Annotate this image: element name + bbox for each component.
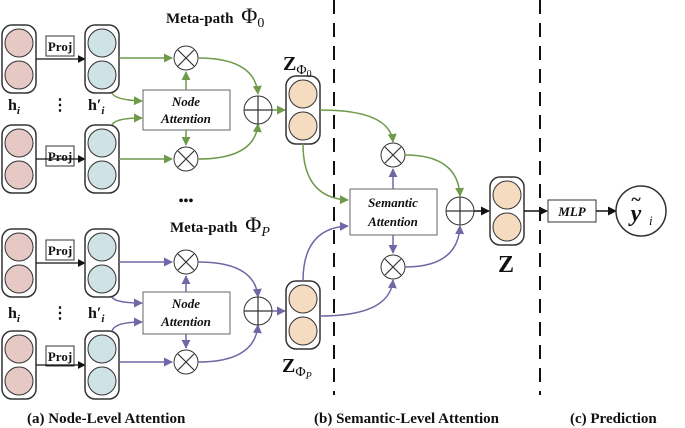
node-attention-box-top <box>142 89 231 131</box>
input-node-top-1-cell-a <box>4 28 34 58</box>
proj-label-top-1: Proj <box>48 39 72 54</box>
input-node-top-2-cell-a <box>4 128 34 158</box>
vertical-dots-bottom: ⋮ <box>52 305 68 322</box>
vertical-dots-top: ⋮ <box>52 97 68 114</box>
embedding-z-bottom-cell-a <box>288 284 318 314</box>
proj-box-bottom-1 <box>45 239 75 261</box>
projected-node-top-1-cell-b <box>87 60 117 90</box>
z-bottom-label: ZΦP <box>282 355 312 382</box>
metapath-top-label: Meta-path Φ0 <box>166 3 264 31</box>
embedding-z-final-cell-a <box>492 180 522 210</box>
proj-label-top-2: Proj <box>48 149 72 164</box>
embedding-z-bottom-cell-b <box>288 316 318 346</box>
metapath-bottom-label: Meta-path ΦP <box>170 212 270 240</box>
group-dots: ••• <box>179 194 194 209</box>
z-final-label: Z <box>498 252 514 278</box>
projected-node-top-1-cell-a <box>87 28 117 58</box>
caption-prediction: (c) Prediction <box>570 411 657 427</box>
node-attention-top-line2: Attention <box>160 111 211 126</box>
semantic-attention-line2: Attention <box>367 214 418 229</box>
input-node-bottom-1-cell-a <box>4 232 34 262</box>
projected-node-top-2-cell-a <box>87 128 117 158</box>
projected-node-bottom-1-cell-a <box>87 232 117 262</box>
caption-semantic-level: (b) Semantic-Level Attention <box>314 411 500 427</box>
output-tilde: ~ <box>631 189 641 209</box>
node-attention-top-line1: Node <box>171 94 200 109</box>
caption-node-level: (a) Node-Level Attention <box>27 411 186 427</box>
proj-label-bottom-1: Proj <box>48 243 72 258</box>
node-attention-bottom-line1: Node <box>171 296 200 311</box>
input-node-bottom-2-cell-a <box>4 334 34 364</box>
semantic-attention-line1: Semantic <box>368 195 418 210</box>
projected-node-top-2-cell-b <box>87 160 117 190</box>
output-y-label: y <box>628 201 642 227</box>
projected-node-bottom-2-cell-a <box>87 334 117 364</box>
semantic-edges-purple <box>302 168 465 317</box>
proj-box-top-2 <box>45 145 75 167</box>
node-attention-bottom-line2: Attention <box>160 314 211 329</box>
input-node-top-2-cell-b <box>4 160 34 190</box>
projected-node-bottom-1-cell-b <box>87 264 117 294</box>
input-node-bottom-2-cell-b <box>4 366 34 396</box>
node-attention-box-bottom <box>142 291 231 335</box>
embedding-z-top-cell-a <box>288 79 318 109</box>
h-label-bottom: hi <box>8 305 21 325</box>
input-node-top-1-cell-b <box>4 60 34 90</box>
semantic-edges-green <box>302 109 465 205</box>
embedding-z-top-cell-b <box>288 111 318 141</box>
projected-node-bottom-2-cell-b <box>87 366 117 396</box>
proj-label-bottom-2: Proj <box>48 349 72 364</box>
embedding-z-final-cell-b <box>492 212 522 242</box>
edges-top-group <box>111 53 286 164</box>
hprime-label-top: h′i <box>88 97 105 117</box>
z-top-label: ZΦ0 <box>283 53 312 80</box>
output-subscript: i <box>649 213 653 228</box>
hprime-label-bottom: h′i <box>88 305 105 325</box>
proj-box-bottom-2 <box>45 345 75 367</box>
edges-bottom-group <box>111 257 286 367</box>
proj-box-top-1 <box>45 35 75 57</box>
semantic-attention-box <box>349 188 438 236</box>
mlp-label: MLP <box>557 204 587 219</box>
input-node-bottom-1-cell-b <box>4 264 34 294</box>
output-node <box>615 185 667 237</box>
h-label-top: hi <box>8 97 21 117</box>
